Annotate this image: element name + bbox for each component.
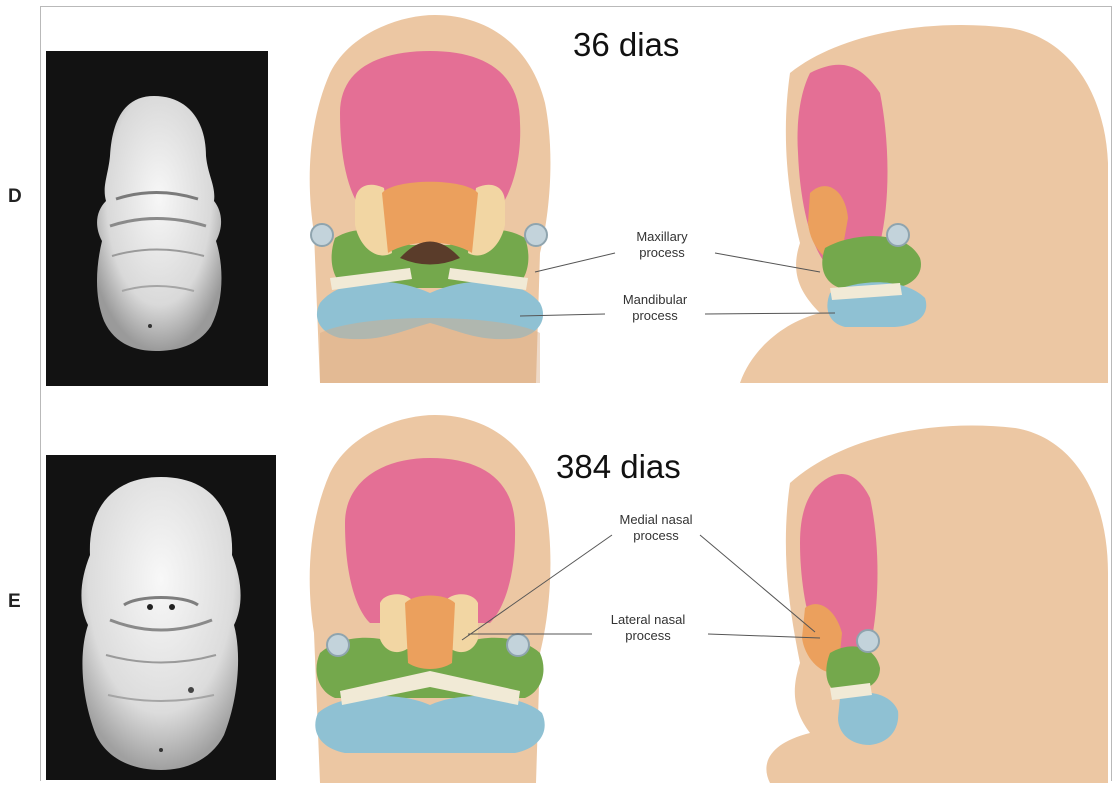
callout-lateral-nasal-process: Lateral nasal process — [588, 612, 708, 644]
callout-medial-nasal-process: Medial nasal process — [596, 512, 716, 544]
